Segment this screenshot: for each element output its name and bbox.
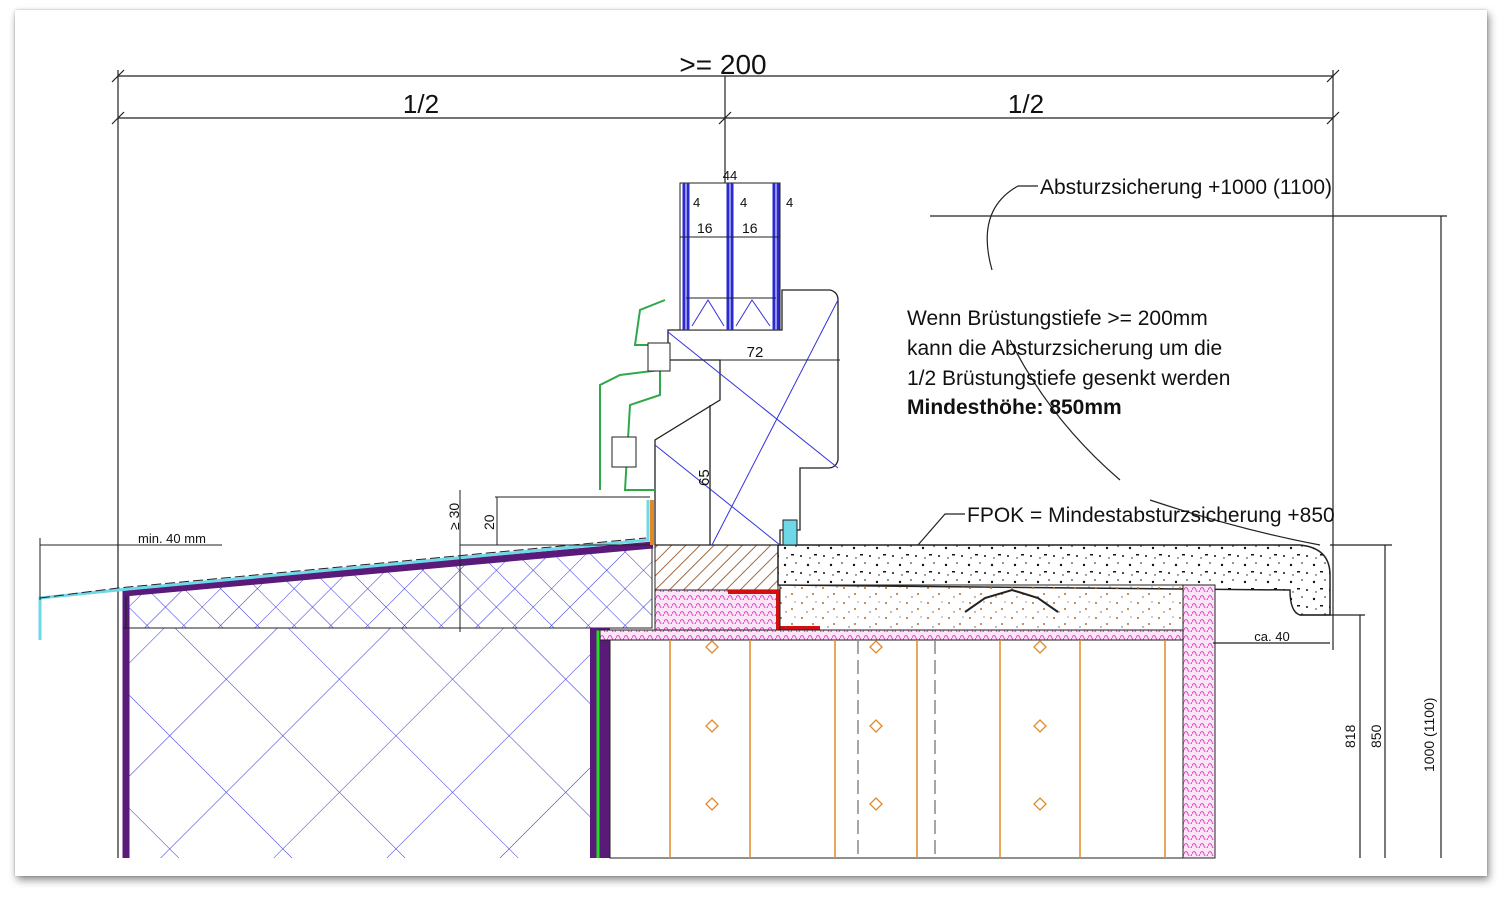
window-frame	[654, 289, 839, 546]
fpok-label: FPOK = Mindestabsturzsicherung +850	[967, 504, 1335, 527]
dim-pane-2: 4	[740, 195, 747, 210]
dim-818: 818	[1342, 724, 1358, 748]
dim-frame-height: 65	[696, 469, 713, 486]
flashing-sheet	[38, 500, 650, 640]
dim-min-upstand: ≥ 30	[446, 503, 462, 530]
stud-wall	[609, 639, 1184, 859]
gasket	[782, 519, 798, 546]
hardware-bolt	[611, 436, 637, 468]
note-line-4: Mindesthöhe: 850mm	[907, 396, 1122, 419]
insulation-strip	[654, 589, 781, 631]
dim-pane-3: 4	[786, 195, 793, 210]
dim-glass-total: 44	[723, 168, 737, 183]
dim-min-overhang: min. 40 mm	[138, 531, 206, 546]
triple-glazing	[679, 182, 781, 331]
dim-850: 850	[1368, 724, 1384, 748]
dimension-total	[111, 69, 1340, 858]
note-line-1: Wenn Brüstungstiefe >= 200mm	[907, 307, 1208, 330]
outer-insulation	[1182, 584, 1216, 859]
wall-masonry	[123, 628, 593, 858]
dim-frame-depth: 72	[747, 344, 764, 361]
dim-pane-1: 4	[693, 195, 700, 210]
dim-gap-1: 16	[697, 220, 713, 236]
membrane-slope	[123, 541, 654, 597]
dim-gap-2: 16	[742, 220, 758, 236]
fall-protection-label: Absturzsicherung +1000 (1100)	[1040, 176, 1332, 199]
hardware-bolt	[647, 342, 671, 372]
timber-block	[654, 544, 779, 591]
dim-total-label: >= 200	[679, 49, 766, 80]
anchor	[964, 588, 1059, 613]
note-line-2: kann die Absturzsicherung um die	[907, 337, 1222, 360]
dim-sill-overhang: ca. 40	[1254, 629, 1289, 644]
dim-1000: 1000 (1100)	[1421, 698, 1437, 772]
dim-upstand: 20	[481, 514, 497, 530]
inner-lining	[590, 628, 610, 858]
dim-half-right-label: 1/2	[1008, 89, 1044, 119]
dim-half-left-label: 1/2	[403, 89, 439, 119]
note-line-3: 1/2 Brüstungstiefe gesenkt werden	[907, 367, 1230, 390]
mortar-bed	[779, 584, 1184, 631]
